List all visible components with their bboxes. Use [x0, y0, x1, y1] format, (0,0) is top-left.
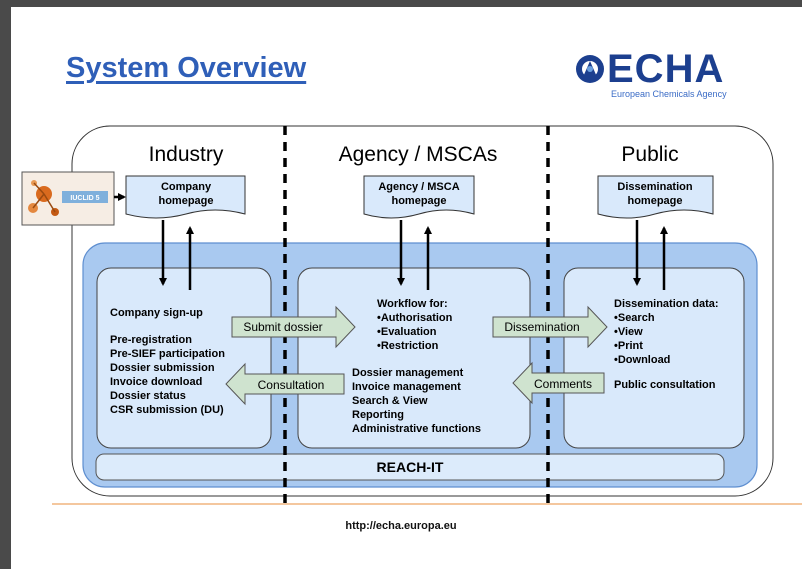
public-homepage-line1: Dissemination: [617, 181, 692, 193]
top-border: [0, 0, 802, 7]
public-homepage-doc: [597, 175, 714, 219]
public-data-3: •Print: [614, 340, 643, 352]
logo-subtitle: European Chemicals Agency: [611, 89, 727, 99]
agency-workflow-2: •Evaluation: [377, 326, 437, 338]
agency-homepage-doc: [363, 175, 475, 219]
left-border: [0, 0, 11, 569]
public-box: [563, 267, 745, 449]
public-data-heading: Dissemination data:: [614, 298, 719, 310]
public-consultation: Public consultation: [614, 379, 716, 391]
agency-workflow-heading: Workflow for:: [377, 298, 448, 310]
company-homepage-doc: [125, 175, 246, 219]
dissemination-label: Dissemination: [504, 320, 579, 334]
industry-signup: Company sign-up: [110, 307, 203, 319]
public-homepage-line2: homepage: [627, 195, 682, 207]
company-homepage-line1: Company: [161, 181, 212, 193]
iuclid-badge: IUCLID 5: [21, 171, 115, 226]
agency-workflow-1: •Authorisation: [377, 312, 453, 324]
industry-line-1: Pre-registration: [110, 334, 192, 346]
logo-wordmark: ECHA: [607, 47, 725, 91]
comments-arrow: [512, 361, 605, 405]
iuclid-label: IUCLID 5: [70, 195, 99, 202]
consultation-arrow: [225, 362, 345, 406]
page-title: System Overview: [66, 52, 307, 84]
industry-line-2: Pre-SIEF participation: [110, 348, 225, 360]
footer-divider: [52, 503, 802, 505]
echa-logo: ECHA European Chemicals Agency: [573, 43, 773, 103]
column-heading-public: Public: [621, 143, 678, 166]
footer-url: http://echa.europa.eu: [345, 520, 457, 532]
industry-line-4: Invoice download: [110, 376, 202, 388]
public-data-4: •Download: [614, 354, 670, 366]
agency-box: [297, 267, 531, 449]
submit-dossier-arrow: [231, 305, 356, 349]
industry-line-3: Dossier submission: [110, 362, 215, 374]
dissemination-arrow: [492, 305, 608, 349]
reach-it-label: REACH-IT: [377, 459, 444, 475]
agency-line-1: Dossier management: [352, 367, 464, 379]
agency-line-3: Search & View: [352, 395, 428, 407]
echa-emblem-icon: [576, 55, 604, 83]
column-heading-agency: Agency / MSCAs: [339, 143, 498, 166]
agency-line-2: Invoice management: [352, 381, 461, 393]
agency-workflow-3: •Restriction: [377, 340, 439, 352]
submit-dossier-label: Submit dossier: [243, 320, 322, 334]
public-data-1: •Search: [614, 312, 655, 324]
agency-line-5: Administrative functions: [352, 423, 481, 435]
public-data-2: •View: [614, 326, 643, 338]
industry-box: [96, 267, 272, 449]
consultation-label: Consultation: [258, 378, 325, 392]
company-homepage-line2: homepage: [158, 195, 213, 207]
comments-label: Comments: [534, 377, 592, 391]
agency-line-4: Reporting: [352, 409, 404, 421]
industry-line-6: CSR submission (DU): [110, 404, 224, 416]
agency-homepage-line1: Agency / MSCA: [378, 181, 459, 193]
column-heading-industry: Industry: [149, 143, 224, 166]
reach-it-bar: [95, 453, 725, 481]
industry-line-5: Dossier status: [110, 390, 186, 402]
agency-homepage-line2: homepage: [391, 195, 446, 207]
